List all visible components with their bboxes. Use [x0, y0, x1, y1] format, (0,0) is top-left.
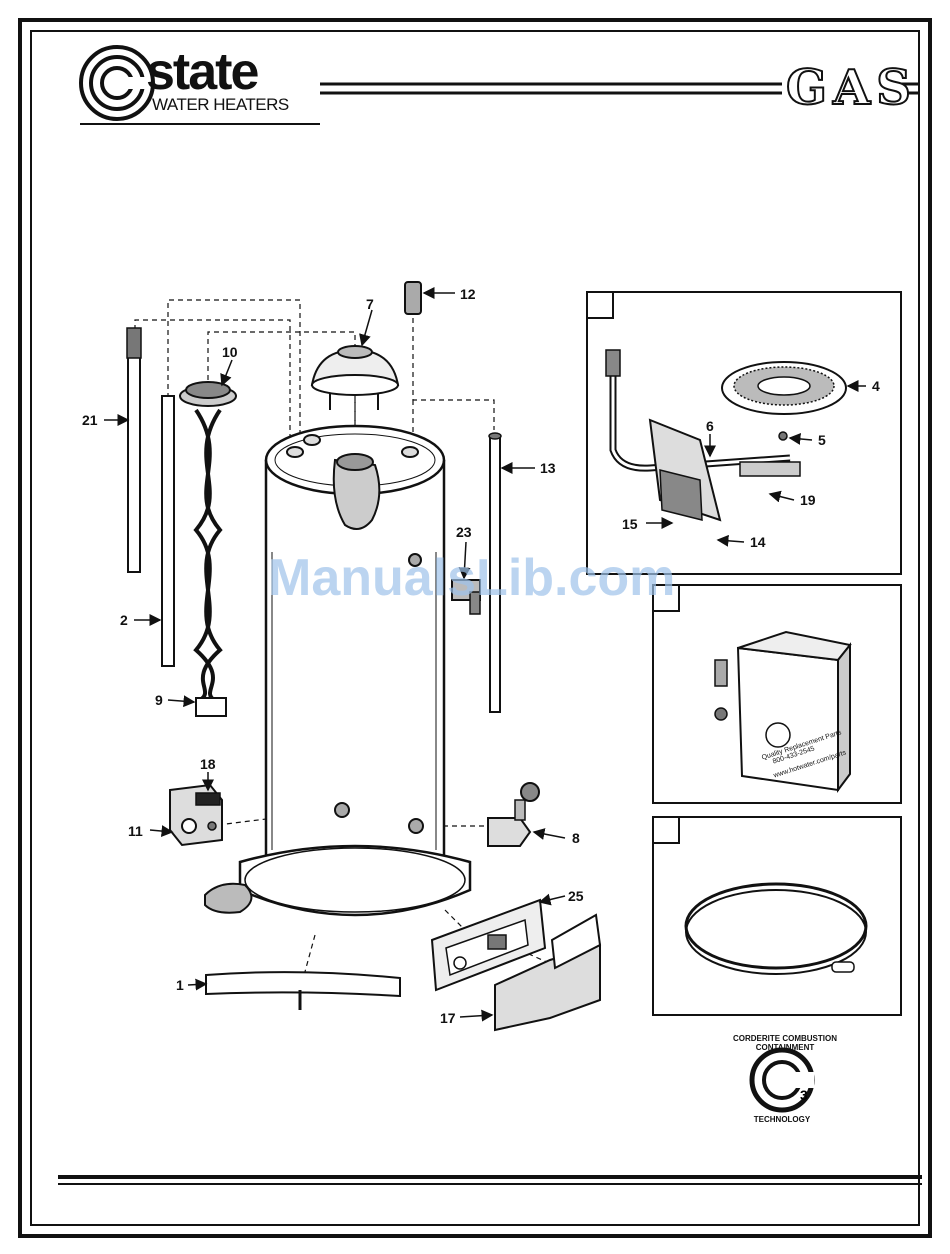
- part-label-15: 15: [622, 516, 638, 532]
- part-label-18: 18: [200, 756, 216, 772]
- part-label-19: 19: [800, 492, 816, 508]
- part-label-17: 17: [440, 1010, 456, 1026]
- part-label-21: 21: [82, 412, 98, 428]
- flue-baffle-icon: [180, 382, 236, 716]
- part-label-5: 5: [818, 432, 826, 448]
- drain-valve-icon: [488, 783, 539, 846]
- water-heater-tank-icon: [205, 426, 470, 915]
- nipple-fitting-icon: [405, 282, 421, 314]
- combustion-containment-badge-icon: 3: [752, 1050, 814, 1110]
- dip-tube-icon: [162, 396, 174, 666]
- badge-bottom-text: TECHNOLOGY: [752, 1115, 812, 1124]
- part-label-23: 23: [456, 524, 472, 540]
- part-label-12: 12: [460, 286, 476, 302]
- part-label-10: 10: [222, 344, 238, 360]
- anode-rod-icon: [127, 328, 141, 572]
- part-label-9: 9: [155, 692, 163, 708]
- part-label-7: 7: [366, 296, 374, 312]
- part-label-13: 13: [540, 460, 556, 476]
- svg-text:3: 3: [800, 1087, 808, 1103]
- part-label-1: 1: [176, 977, 184, 993]
- part-label-11: 11: [128, 823, 143, 839]
- part-label-14: 14: [750, 534, 766, 550]
- watermark: ManualsLib.com: [268, 548, 675, 608]
- badge-ring-text: CORDERITE COMBUSTION CONTAINMENT: [730, 1034, 840, 1052]
- part-label-4: 4: [872, 378, 880, 394]
- strap-ring-diagram: [653, 817, 901, 1015]
- gas-control-valve-icon: [170, 785, 222, 845]
- part-label-6: 6: [706, 418, 714, 434]
- outer-door-icon: [206, 972, 400, 1010]
- part-label-25: 25: [568, 888, 584, 904]
- part-label-2: 2: [120, 612, 128, 628]
- part-label-8: 8: [572, 830, 580, 846]
